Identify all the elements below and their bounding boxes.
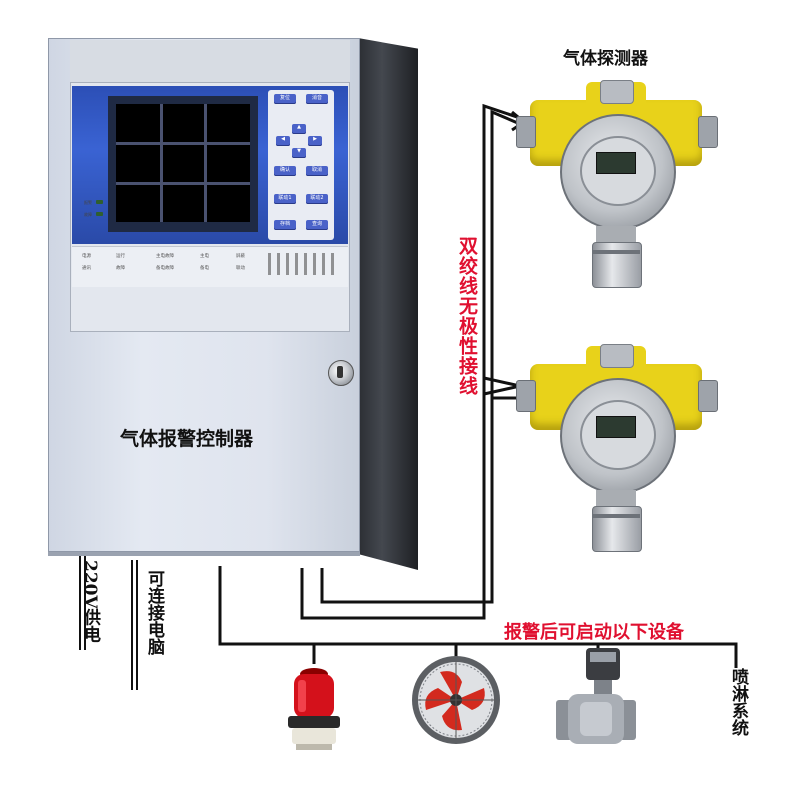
linkage1-button[interactable]: 联动1 [274, 194, 296, 204]
spray-system-label: 喷淋系统 [728, 668, 748, 736]
detector-neck [596, 490, 636, 508]
indicator-label: 备电故障 [156, 266, 174, 271]
lcd-screen [116, 104, 250, 222]
keypad: 复位 消音 ▲ ◀ ▶ ▼ 确认 取消 联动1 联动2 存档 查询 [268, 90, 334, 240]
detector-display [596, 416, 636, 438]
sensor-head [592, 506, 642, 552]
indicator-led-bank [268, 253, 338, 275]
twisted-pair-label: 双绞线无极性接线 [456, 236, 478, 396]
up-button[interactable]: ▲ [292, 124, 306, 134]
mute-button[interactable]: 消音 [306, 94, 328, 104]
gas-detector-top [516, 80, 718, 300]
indicator-label: 主电 [200, 254, 209, 259]
fault-led-label: 故障 [84, 212, 92, 217]
indicator-label: 通讯 [82, 266, 91, 271]
indicator-row: 电源 运行 主电故障 备电故障 通讯 故障 主电 备电 屏蔽 联动 [72, 246, 348, 287]
bus-wire-inner [320, 109, 521, 604]
right-button[interactable]: ▶ [308, 136, 322, 146]
cabinet-top-strip [70, 40, 350, 83]
cable-gland [516, 380, 536, 412]
output-wire [218, 566, 738, 668]
cabinet-side [358, 38, 418, 570]
indicator-label: 备电 [200, 266, 209, 271]
cable-gland [698, 116, 718, 148]
detector-title: 气体探测器 [563, 49, 648, 69]
detector-cap [600, 80, 634, 104]
sensor-ring [592, 250, 640, 254]
save-button[interactable]: 存档 [274, 220, 296, 230]
pc-cable [131, 560, 138, 690]
solenoid-valve-icon [556, 648, 636, 744]
indicator-label: 屏蔽 [236, 254, 245, 259]
alarm-led-label: 报警 [84, 200, 92, 205]
down-button[interactable]: ▼ [292, 148, 306, 158]
indicator-label: 电源 [82, 254, 91, 259]
sensor-head [592, 242, 642, 288]
power-label: 220V供电 [80, 560, 100, 643]
pc-label: 可连接电脑 [144, 570, 164, 655]
controller-label: 气体报警控制器 [120, 428, 254, 450]
linkage2-button[interactable]: 联动2 [306, 194, 328, 204]
gas-detector-bottom [516, 344, 718, 564]
alarm-led [96, 200, 103, 204]
alarm-devices-label: 报警后可启动以下设备 [504, 622, 684, 643]
detector-cap [600, 344, 634, 368]
power-cable [79, 556, 86, 650]
indicator-label: 运行 [116, 254, 125, 259]
alarm-light-icon [288, 668, 340, 750]
left-button[interactable]: ◀ [276, 136, 290, 146]
arrow-bottom [483, 376, 521, 396]
cancel-button[interactable]: 取消 [306, 166, 328, 176]
detector-display [596, 152, 636, 174]
indicator-label: 联动 [236, 266, 245, 271]
fault-led [96, 212, 103, 216]
lock-keyhole [337, 366, 343, 378]
indicator-label: 故障 [116, 266, 125, 271]
exhaust-fan-icon [412, 656, 500, 744]
cable-gland [516, 116, 536, 148]
confirm-button[interactable]: 确认 [274, 166, 296, 176]
detector-neck [596, 226, 636, 244]
sensor-ring [592, 514, 640, 518]
reset-button[interactable]: 复位 [274, 94, 296, 104]
query-button[interactable]: 查询 [306, 220, 328, 230]
cabinet-bottom-edge [48, 552, 360, 556]
bus-wire-outer [300, 103, 521, 620]
cable-gland [698, 380, 718, 412]
indicator-label: 主电故障 [156, 254, 174, 259]
